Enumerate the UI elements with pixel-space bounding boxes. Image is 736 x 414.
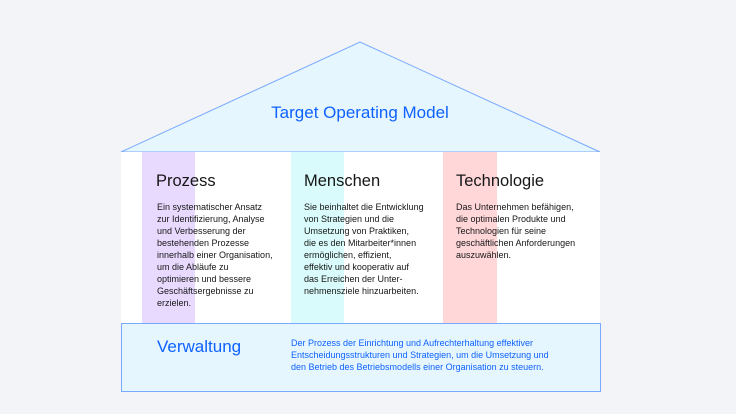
base-section: Verwaltung Der Prozess der Einrichtung u… [121,323,601,392]
technologie-color-strip [443,152,497,323]
pillar-text-menschen: Sie beinhaltet die Entwicklung von Strat… [304,202,424,296]
pillar-title-menschen: Menschen [304,172,381,190]
pillar-title-technologie: Technologie [456,172,545,190]
menschen-color-strip [291,152,344,323]
prozess-color-strip [142,152,195,323]
base-title: Verwaltung [157,337,242,356]
base-text: Der Prozess der Einrichtung und Aufrecht… [291,338,549,372]
pillar-text-prozess: Ein systematischer Ansatz zur Identifizi… [157,202,273,308]
pillar-title-prozess: Prozess [156,172,216,190]
roof-title: Target Operating Model [271,103,449,122]
pillar-text-technologie: Das Unternehmen befähigen, die optimalen… [456,202,576,260]
pillars-section: Prozess Ein systematischer Ansatz zur Id… [121,152,600,323]
